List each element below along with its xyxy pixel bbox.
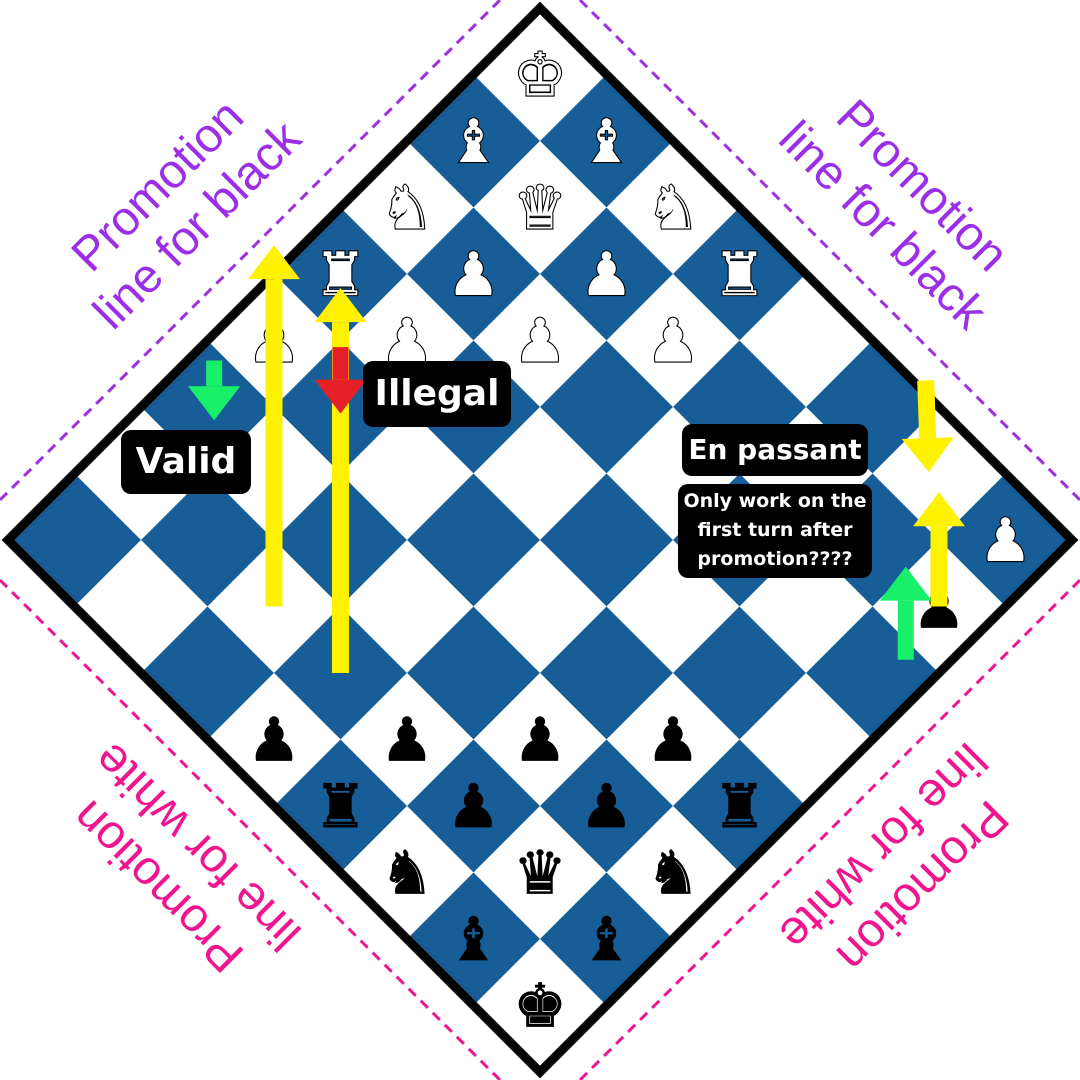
- valid-move-arrow: [188, 360, 241, 421]
- illegal-move-arrow: [314, 347, 367, 414]
- white-knight-piece[interactable]: ♞: [645, 172, 701, 244]
- valid-move-arrow: [879, 566, 932, 660]
- callout-en-passant-text: En passant: [688, 433, 862, 466]
- callout-illegal: Illegal: [363, 361, 511, 427]
- arrow-head: [901, 437, 954, 473]
- black-pawn-piece[interactable]: ♟: [380, 705, 435, 776]
- black-pawn-piece[interactable]: ♟: [247, 705, 302, 776]
- white-knight-piece[interactable]: ♞: [379, 172, 435, 244]
- white-pawn-piece[interactable]: ♟: [446, 239, 502, 311]
- path-move-arrow: [913, 492, 965, 607]
- arrow-head: [314, 379, 367, 414]
- arrow-head: [879, 566, 932, 601]
- white-pawn-piece[interactable]: ♟: [579, 239, 635, 311]
- black-pawn-piece[interactable]: ♟: [579, 772, 634, 843]
- black-knight-piece[interactable]: ♞: [380, 838, 435, 909]
- black-bishop-piece[interactable]: ♝: [579, 905, 634, 976]
- black-pawn-piece[interactable]: ♟: [513, 705, 568, 776]
- callout-note-text: Only work on the first turn after promot…: [683, 490, 867, 570]
- path-move-arrow: [901, 380, 954, 473]
- white-pawn-piece[interactable]: ♟: [512, 305, 568, 377]
- black-pawn-piece[interactable]: ♟: [646, 705, 701, 776]
- arrow-head: [913, 492, 965, 527]
- white-rook-piece[interactable]: ♜: [712, 239, 768, 311]
- path-move-arrow: [248, 245, 300, 607]
- black-knight-piece[interactable]: ♞: [646, 838, 701, 909]
- white-bishop-piece[interactable]: ♝: [446, 106, 502, 178]
- callout-note: Only work on the first turn after promot…: [678, 484, 872, 578]
- white-queen-piece[interactable]: ♛: [512, 172, 568, 244]
- black-rook-piece[interactable]: ♜: [712, 772, 767, 843]
- arrow-head: [188, 386, 241, 421]
- white-king-piece[interactable]: ♚: [512, 39, 568, 111]
- black-pawn-piece[interactable]: ♟: [446, 772, 501, 843]
- callout-valid-text: Valid: [135, 441, 237, 482]
- black-queen-piece[interactable]: ♛: [513, 838, 568, 909]
- black-bishop-piece[interactable]: ♝: [446, 905, 501, 976]
- callout-valid: Valid: [121, 430, 251, 494]
- black-king-piece[interactable]: ♚: [513, 971, 568, 1042]
- white-pawn-piece[interactable]: ♟: [645, 305, 701, 377]
- white-pawn-piece[interactable]: ♟: [978, 505, 1034, 577]
- black-rook-piece[interactable]: ♜: [313, 772, 368, 843]
- arrow-shaft: [917, 380, 937, 439]
- arrow-head: [314, 288, 367, 323]
- callout-en-passant: En passant: [682, 424, 868, 476]
- white-bishop-piece[interactable]: ♝: [579, 106, 635, 178]
- callout-illegal-text: Illegal: [374, 373, 500, 414]
- arrow-head: [248, 245, 300, 280]
